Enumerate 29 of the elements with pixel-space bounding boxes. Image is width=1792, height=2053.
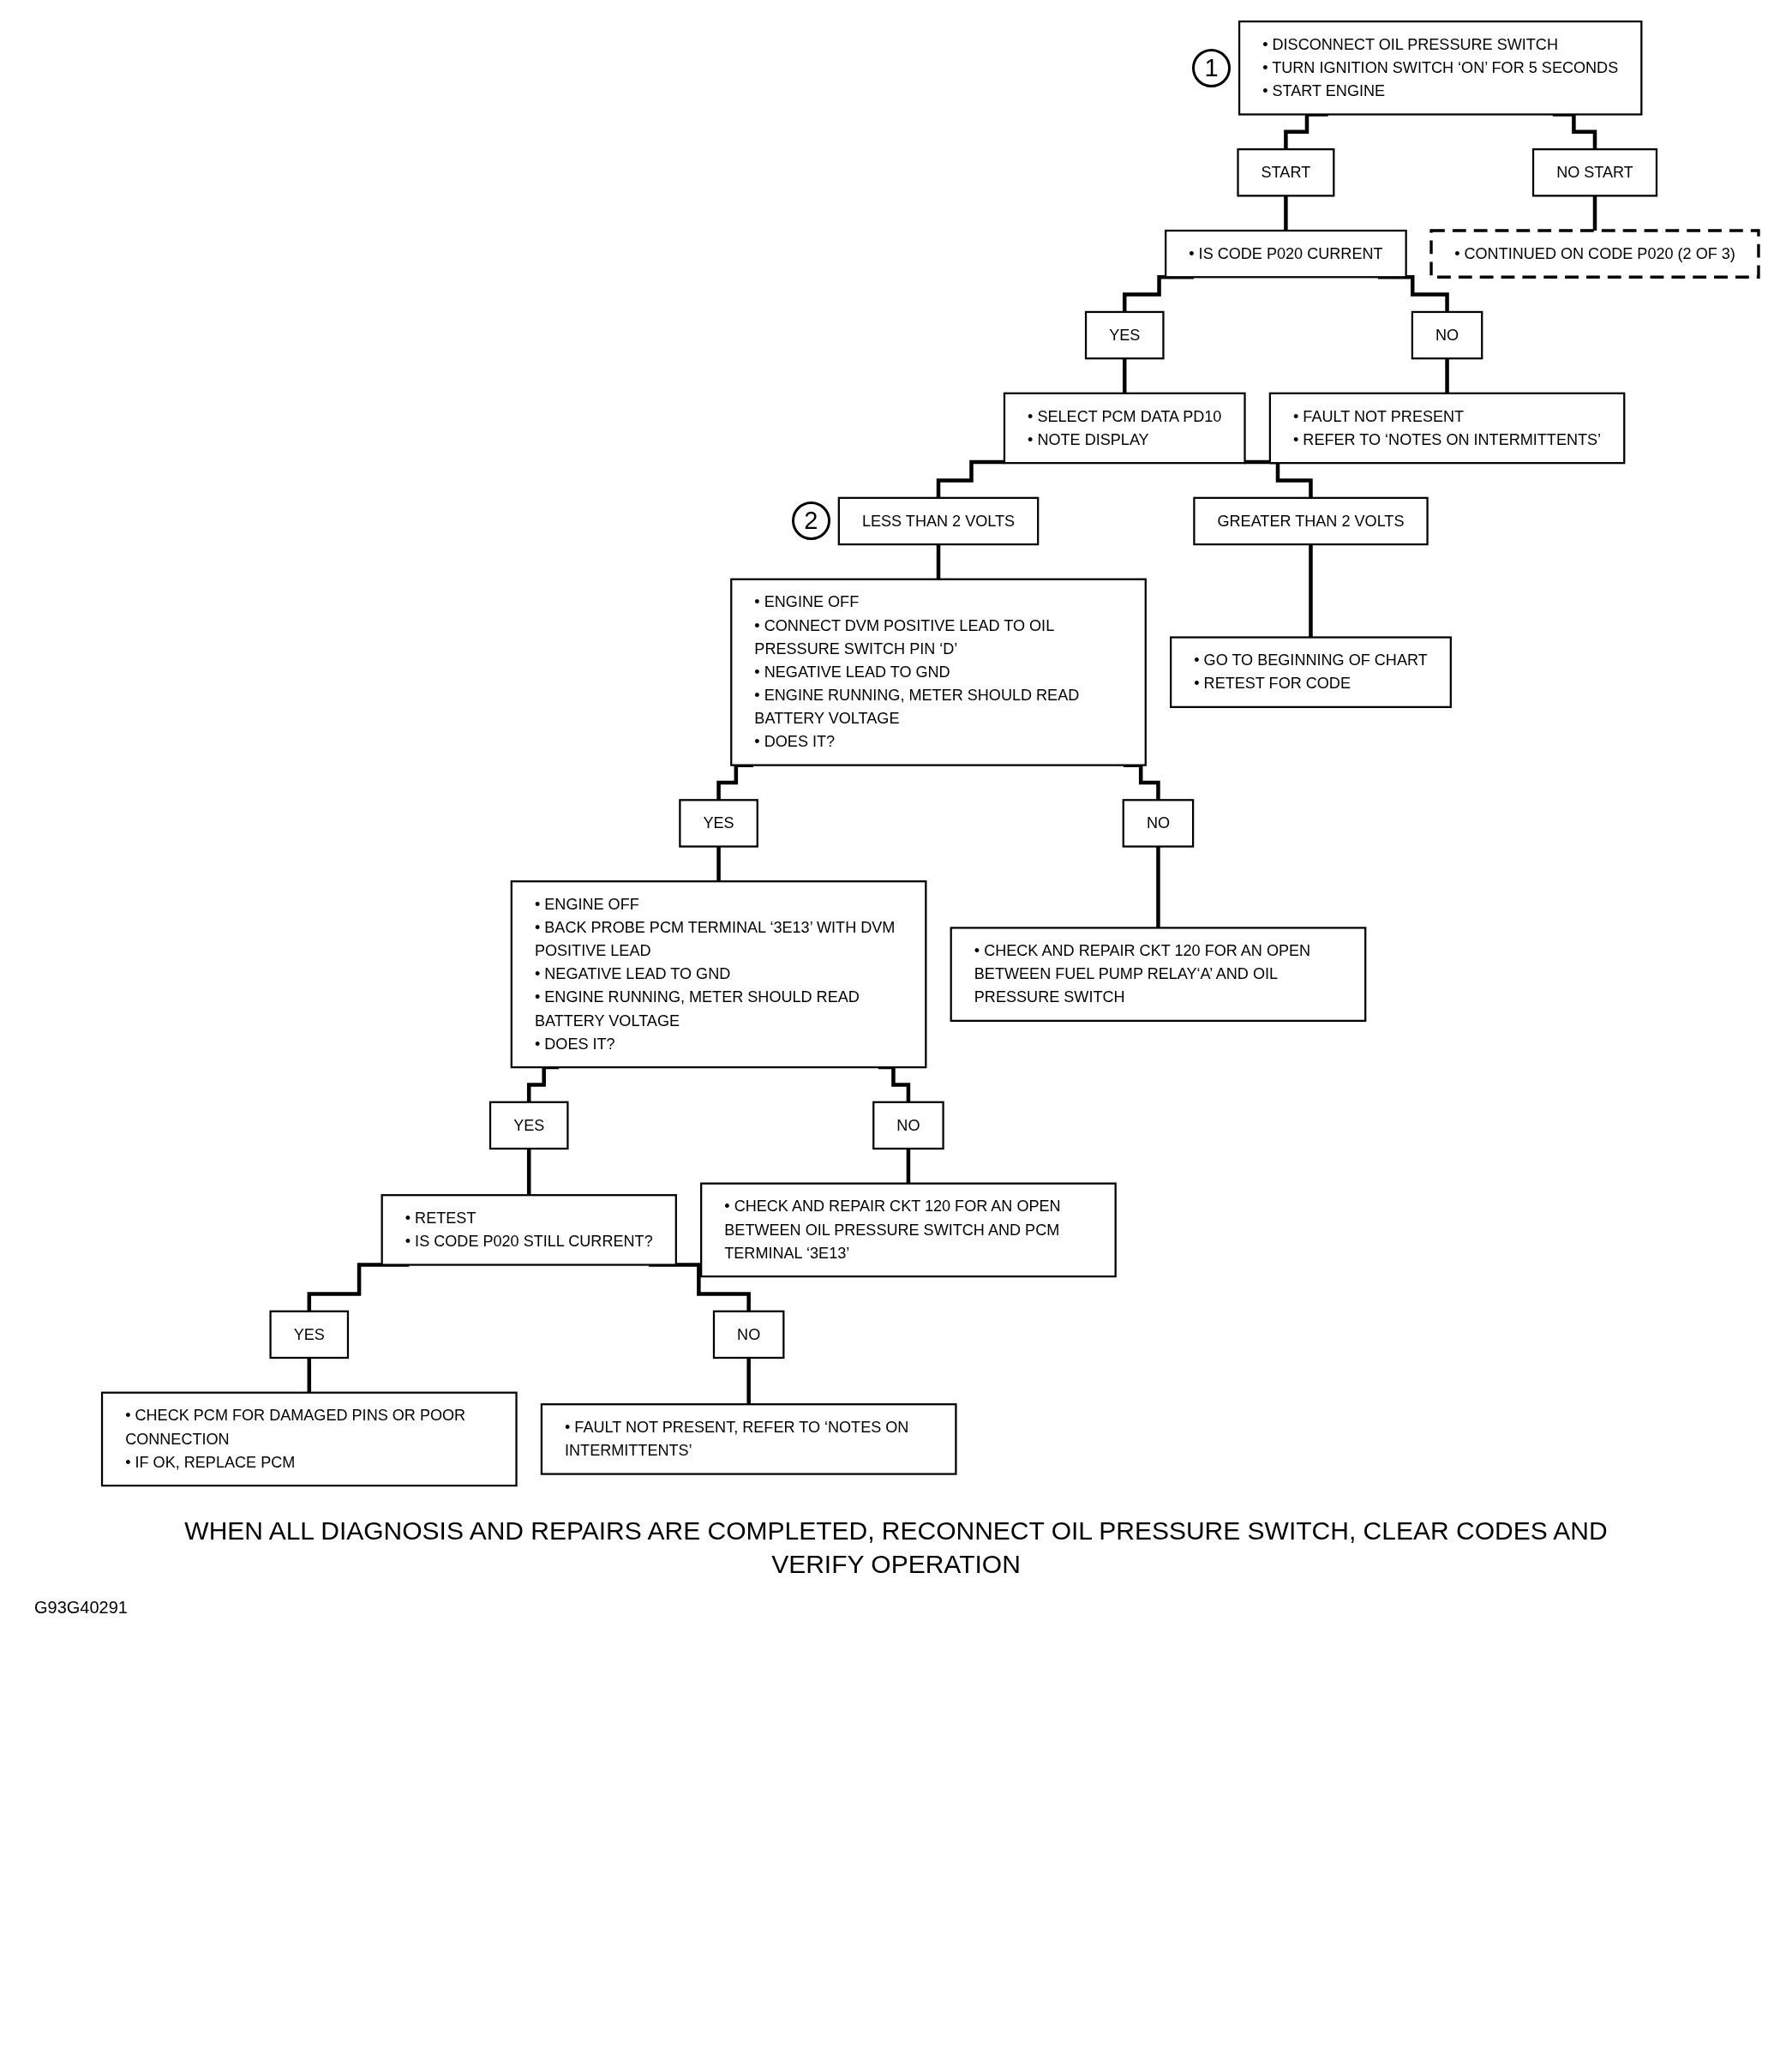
callout-number: 2 bbox=[791, 501, 830, 541]
node-box: • IS CODE P020 CURRENT bbox=[1165, 229, 1407, 279]
node-box: • CONTINUED ON CODE P020 (2 OF 3) bbox=[1429, 229, 1760, 279]
node-box: • SELECT PCM DATA PD10 • NOTE DISPLAY bbox=[1003, 392, 1246, 465]
node-box: NO bbox=[1122, 799, 1195, 848]
figure-code: G93G40291 bbox=[34, 1598, 128, 1618]
node-box: LESS THAN 2 VOLTS bbox=[837, 496, 1040, 546]
node-box: NO bbox=[872, 1101, 944, 1150]
node-box: • DISCONNECT OIL PRESSURE SWITCH • TURN IGNITION SWITCH ‘ON’ FOR 5 SECONDS • START ENGINE bbox=[1238, 20, 1643, 116]
node-box: START bbox=[1237, 148, 1335, 197]
node-box: YES bbox=[269, 1310, 350, 1360]
node-box: • CHECK AND REPAIR CKT 120 FOR AN OPEN BETWEEN OIL PRESSURE SWITCH AND PCM TERMINAL ‘3E13’ bbox=[700, 1182, 1117, 1278]
node-box: • FAULT NOT PRESENT • REFER TO ‘NOTES ON INTERMITTENTS’ bbox=[1268, 392, 1626, 465]
node-box: NO START bbox=[1531, 148, 1658, 197]
node-box: • ENGINE OFF • BACK PROBE PCM TERMINAL ‘3E13’ WITH DVM POSITIVE LEAD • NEGATIVE LEAD TO GND • ENGINE RUNNING, METER SHOULD READ BATTERY VOLTAGE • DOES IT? bbox=[510, 880, 927, 1069]
node-box: YES bbox=[679, 799, 758, 848]
node-box: • FAULT NOT PRESENT, REFER TO ‘NOTES ON INTERMITTENTS’ bbox=[540, 1403, 957, 1475]
node-box: • CHECK PCM FOR DAMAGED PINS OR POOR CONNECTION • IF OK, REPLACE PCM bbox=[100, 1391, 518, 1487]
node-box: • ENGINE OFF • CONNECT DVM POSITIVE LEAD TO OIL PRESSURE SWITCH PIN ‘D’ • NEGATIVE LEAD TO GND • ENGINE RUNNING, METER SHOULD READ BATTERY VOLTAGE • DOES IT? bbox=[730, 578, 1147, 766]
callout-number: 1 bbox=[1192, 48, 1232, 87]
node-box: YES bbox=[1084, 310, 1165, 360]
node-box: GREATER THAN 2 VOLTS bbox=[1193, 496, 1429, 546]
node-box: NO bbox=[712, 1310, 785, 1360]
node-box: • GO TO BEGINNING OF CHART • RETEST FOR CODE bbox=[1170, 636, 1452, 708]
node-box: • CHECK AND REPAIR CKT 120 FOR AN OPEN BETWEEN FUEL PUMP RELAY‘A’ AND OIL PRESSURE SWITCH bbox=[950, 927, 1367, 1022]
node-box: NO bbox=[1411, 310, 1483, 360]
node-box: YES bbox=[488, 1101, 569, 1150]
caption-note: WHEN ALL DIAGNOSIS AND REPAIRS ARE COMPLETED, RECONNECT OIL PRESSURE SWITCH, CLEAR CODES AND VERIFY OPERATION bbox=[183, 1516, 1609, 1581]
node-box: • RETEST • IS CODE P020 STILL CURRENT? bbox=[381, 1194, 677, 1266]
